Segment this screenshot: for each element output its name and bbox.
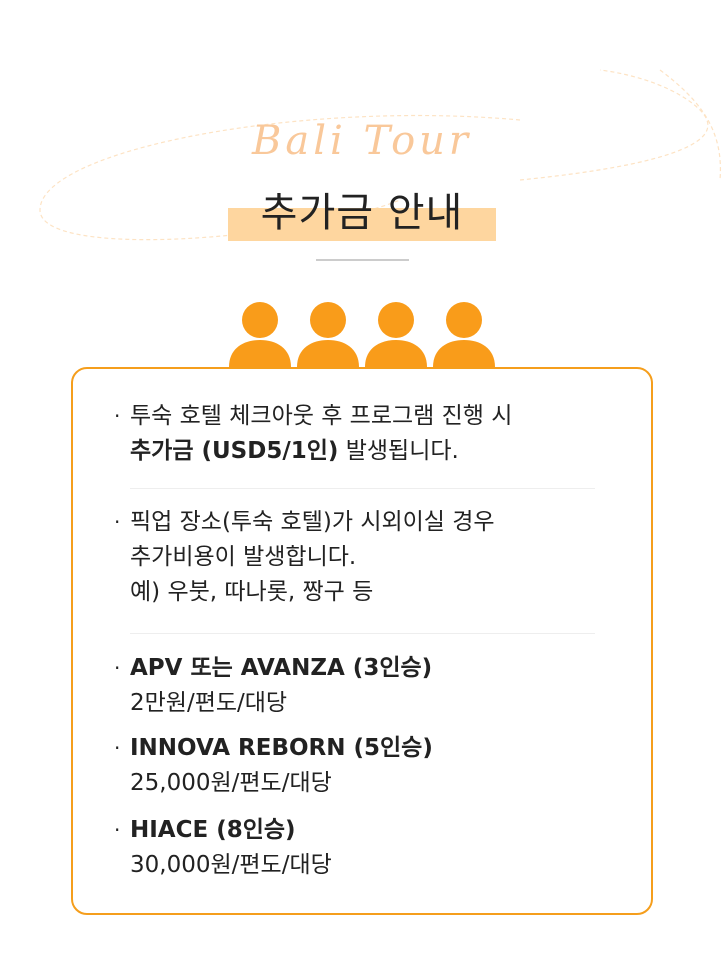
- group-people-icon: [229, 302, 495, 367]
- note-line: 추가비용이 발생합니다.: [130, 544, 357, 570]
- note-line: 추가금 (USD5/1인) 발생됩니다.: [130, 434, 512, 469]
- info-card: [71, 367, 653, 915]
- bullet: ·: [114, 818, 121, 842]
- vehicle-price: 25,000원/편도/대당: [130, 770, 332, 796]
- bullet: ·: [114, 510, 121, 534]
- vehicle-price: 2만원/편도/대당: [130, 690, 288, 716]
- vehicle-price: 30,000원/편도/대당: [130, 852, 332, 878]
- bullet: ·: [114, 656, 121, 680]
- vehicle-item: · APV 또는 AVANZA (3인승) 2만원/편도/대당: [114, 651, 433, 721]
- vehicle-item: · INNOVA REBORN (5인승) 25,000원/편도/대당: [114, 731, 433, 801]
- surcharge-amount: 추가금 (USD5/1인): [130, 438, 339, 464]
- bullet: ·: [114, 404, 121, 428]
- note-text: 발생됩니다.: [338, 438, 459, 464]
- bullet: ·: [114, 736, 121, 760]
- divider: [130, 488, 595, 489]
- vehicle-item: · HIACE (8인승) 30,000원/편도/대당: [114, 813, 332, 883]
- page-title: 추가금 안내: [260, 190, 464, 236]
- title-highlight: [228, 208, 496, 241]
- title-divider: [316, 259, 409, 261]
- note-line: 예) 우붓, 따나롯, 짱구 등: [130, 579, 374, 605]
- note-line: 픽업 장소(투숙 호텔)가 시외이실 경우: [130, 509, 495, 535]
- vehicle-name: INNOVA REBORN (5인승): [130, 735, 433, 761]
- vehicle-name: HIACE (8인승): [130, 817, 296, 843]
- script-subtitle: Bali Tour: [251, 118, 473, 164]
- note-checkout: · 투숙 호텔 체크아웃 후 프로그램 진행 시 추가금 (USD5/1인) 발…: [114, 399, 513, 469]
- note-line: 투숙 호텔 체크아웃 후 프로그램 진행 시: [130, 403, 513, 429]
- vehicle-name: APV 또는 AVANZA (3인승): [130, 655, 433, 681]
- divider: [130, 633, 595, 634]
- note-pickup: · 픽업 장소(투숙 호텔)가 시외이실 경우 추가비용이 발생합니다. 예) …: [114, 505, 495, 610]
